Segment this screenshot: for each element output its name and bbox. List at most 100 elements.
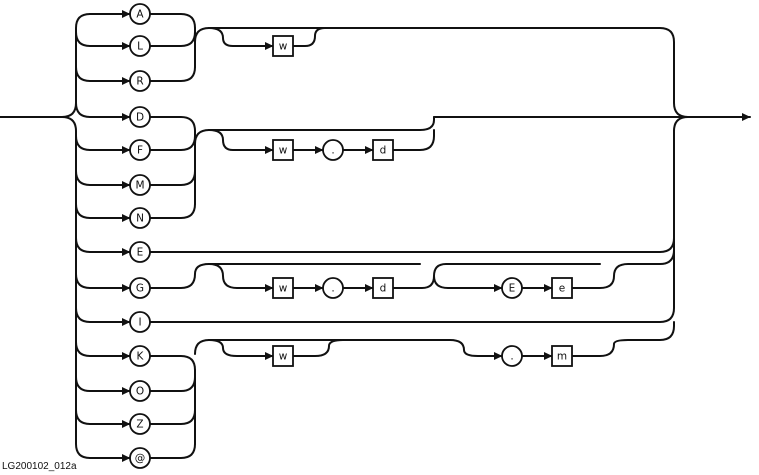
svg-text:w: w bbox=[279, 283, 288, 295]
branch-line bbox=[75, 341, 131, 360]
svg-text:m: m bbox=[557, 351, 567, 363]
e-box-3: e bbox=[551, 277, 573, 299]
letter-g-circle: G bbox=[129, 277, 151, 299]
group-line bbox=[149, 203, 196, 219]
svg-text:R: R bbox=[136, 76, 143, 88]
svg-text:d: d bbox=[380, 283, 387, 295]
branch-line bbox=[75, 237, 131, 256]
svg-text:E: E bbox=[509, 283, 516, 295]
left-trunk-upper bbox=[61, 13, 91, 118]
route-g-join bbox=[149, 263, 210, 289]
group-exit bbox=[194, 27, 210, 43]
route-d-w bbox=[208, 129, 274, 154]
figure-id: LG200102_012a bbox=[2, 461, 77, 472]
svg-text:O: O bbox=[136, 386, 144, 398]
letter-n-circle: N bbox=[129, 207, 151, 229]
group-line bbox=[149, 376, 196, 392]
svg-text:M: M bbox=[135, 180, 144, 192]
route-g-exit bbox=[571, 130, 675, 289]
route-e-bypass bbox=[149, 116, 689, 253]
branch-line bbox=[75, 273, 131, 292]
svg-text:e: e bbox=[559, 283, 565, 295]
route-k-w bbox=[208, 339, 274, 360]
svg-text:.: . bbox=[331, 145, 334, 157]
svg-text:.: . bbox=[331, 283, 334, 295]
svg-text:I: I bbox=[138, 317, 141, 329]
branch-line bbox=[75, 376, 131, 395]
svg-text:.: . bbox=[510, 351, 513, 363]
dot-circle-4: . bbox=[501, 345, 523, 367]
w-box-4: w bbox=[272, 345, 294, 367]
letter-f-circle: F bbox=[129, 139, 151, 161]
route-a-w bbox=[208, 27, 274, 50]
letter-e-circle: E bbox=[129, 241, 151, 263]
group-line bbox=[149, 135, 196, 151]
group-line bbox=[149, 13, 196, 29]
letter-d-circle: D bbox=[129, 106, 151, 128]
group-line bbox=[149, 116, 196, 132]
svg-text:K: K bbox=[137, 351, 145, 363]
group-line bbox=[149, 66, 196, 82]
svg-text:w: w bbox=[279, 351, 288, 363]
letter-r-circle: R bbox=[129, 70, 151, 92]
d-box-3: d bbox=[372, 277, 394, 299]
group-exit bbox=[194, 339, 210, 355]
E-circle-3: E bbox=[501, 277, 523, 299]
branch-line bbox=[75, 66, 131, 85]
route-k-exit bbox=[571, 321, 675, 357]
left-trunk-lower bbox=[61, 116, 91, 459]
diagram-lines bbox=[0, 10, 751, 462]
letter-a-circle: A bbox=[129, 3, 151, 25]
route-d-join bbox=[208, 116, 435, 131]
svg-text:d: d bbox=[380, 145, 387, 157]
letter-k-circle: K bbox=[129, 345, 151, 367]
svg-text:D: D bbox=[136, 112, 144, 124]
dot-circle-2: . bbox=[322, 139, 344, 161]
d-box-2: d bbox=[372, 139, 394, 161]
svg-text:F: F bbox=[137, 145, 143, 157]
svg-text:N: N bbox=[136, 213, 144, 225]
route-a-w-exit bbox=[292, 27, 326, 47]
m-box-4: m bbox=[551, 345, 573, 367]
svg-text:w: w bbox=[279, 145, 288, 157]
svg-text:A: A bbox=[136, 9, 144, 21]
group-line bbox=[149, 443, 196, 459]
route-i-bypass bbox=[149, 130, 675, 323]
svg-text:@: @ bbox=[135, 453, 146, 465]
branch-line bbox=[75, 31, 131, 50]
route-a-skip bbox=[208, 27, 689, 118]
branch-line bbox=[75, 203, 131, 222]
svg-text:L: L bbox=[137, 41, 143, 53]
dot-circle-3: . bbox=[322, 277, 344, 299]
letter-at-circle: @ bbox=[129, 447, 151, 469]
group-line bbox=[149, 409, 196, 425]
group-line bbox=[149, 31, 196, 47]
svg-text:w: w bbox=[279, 41, 288, 53]
branch-line bbox=[75, 409, 131, 428]
letter-i-circle: I bbox=[129, 311, 151, 333]
branch-line bbox=[75, 135, 131, 154]
w-box-1: w bbox=[272, 35, 294, 57]
branch-line bbox=[75, 307, 131, 326]
route-g-w bbox=[208, 263, 274, 292]
letter-z-circle: Z bbox=[129, 413, 151, 435]
route-k-dot bbox=[208, 339, 503, 360]
svg-text:E: E bbox=[137, 247, 144, 259]
svg-text:G: G bbox=[136, 283, 144, 295]
group-exit bbox=[194, 129, 210, 145]
group-line bbox=[149, 170, 196, 186]
w-box-2: w bbox=[272, 139, 294, 161]
route-k-w-exit bbox=[292, 339, 344, 357]
letter-m-circle: M bbox=[129, 174, 151, 196]
group-line bbox=[149, 355, 196, 371]
branch-line bbox=[75, 102, 131, 121]
route-d-exit bbox=[392, 129, 435, 151]
w-box-3: w bbox=[272, 277, 294, 299]
svg-text:Z: Z bbox=[136, 419, 143, 431]
letter-l-circle: L bbox=[129, 35, 151, 57]
route-g-E bbox=[433, 275, 503, 292]
branch-line bbox=[75, 170, 131, 189]
letter-o-circle: O bbox=[129, 380, 151, 402]
